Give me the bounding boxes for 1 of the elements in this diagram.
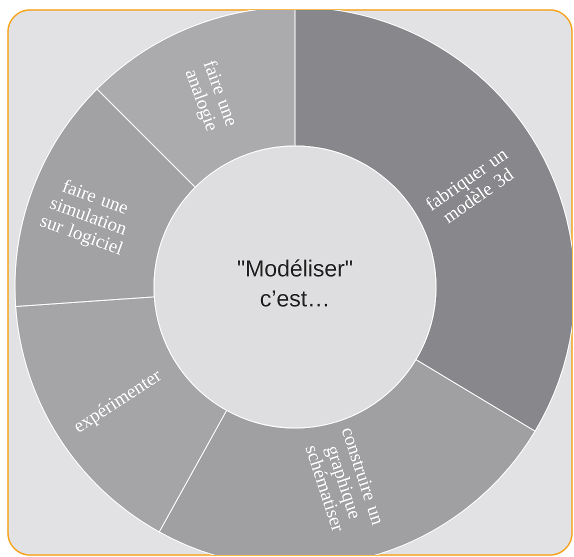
ring-segment: faire une analogie	[96, 10, 296, 188]
